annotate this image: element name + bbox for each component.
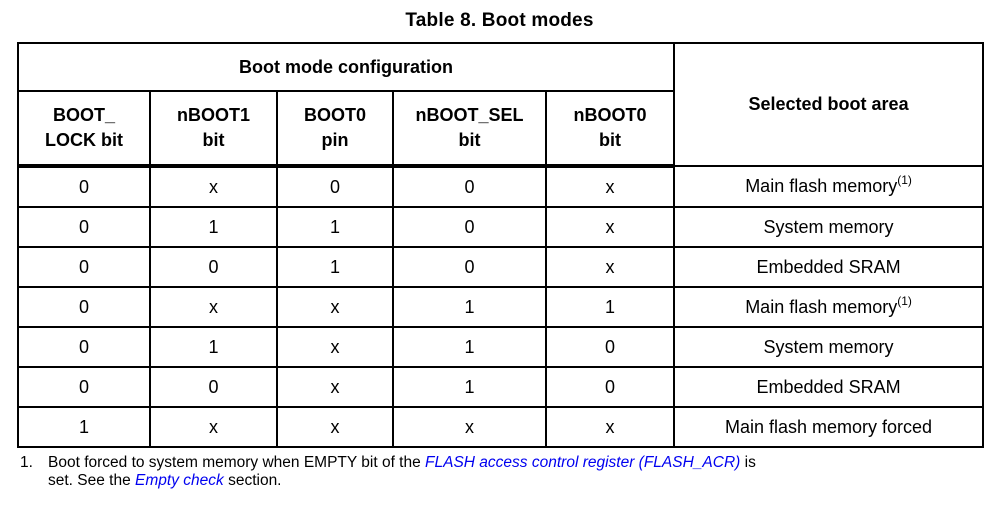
bit-cell: x (544, 246, 676, 288)
bit-cell: 0 (392, 165, 547, 208)
col-header-nboot0-bit: nBOOT0 bit (544, 90, 676, 168)
col-header-line: BOOT0 (303, 104, 366, 125)
table-row: 0 1 1 0 x System memory (17, 206, 985, 248)
bit-cell: x (276, 326, 394, 368)
bit-cell: 1 (149, 206, 278, 248)
table-row: 0 0 1 0 x Embedded SRAM (17, 246, 985, 288)
boot-area-cell: Embedded SRAM (673, 246, 985, 288)
table-title: Table 8. Boot modes (405, 10, 594, 31)
header-row-columns: BOOT_ LOCK bit nBOOT1 bit BOOT0 pin nBOO… (17, 90, 983, 168)
bit-cell: x (544, 406, 676, 448)
footnote: 1. Boot forced to system memory when EMP… (20, 454, 965, 491)
col-header-line: bit (458, 130, 481, 150)
bit-cell: 1 (149, 326, 278, 368)
boot-area-cell: Embedded SRAM (673, 366, 985, 408)
bit-cell: 1 (544, 286, 676, 328)
boot-area-cell: Main flash memory(1) (673, 165, 985, 208)
bit-cell: x (544, 165, 676, 208)
footnote-ref: (1) (897, 173, 912, 187)
bit-cell: 1 (17, 406, 151, 448)
col-header-line: LOCK bit (45, 130, 123, 150)
bit-cell: x (276, 366, 394, 408)
footnote-text-segment: section. (223, 472, 282, 490)
col-header-nboot-sel-bit: nBOOT_SEL bit (392, 90, 547, 168)
bit-cell: 0 (544, 366, 676, 408)
bit-cell: 0 (17, 246, 151, 288)
bit-cell: 0 (392, 246, 547, 288)
boot-mode-config-header: Boot mode configuration (16, 42, 676, 92)
col-header-line: nBOOT_SEL (415, 104, 524, 125)
bit-cell: 1 (392, 286, 547, 328)
bit-cell: 0 (17, 286, 151, 328)
bit-cell: 0 (544, 326, 676, 368)
header-row-group: Boot mode configuration Selected boot ar… (16, 42, 985, 167)
bit-cell: 0 (149, 366, 278, 408)
col-header-line: BOOT_ (52, 104, 115, 125)
col-header-line: bit (202, 130, 225, 150)
boot-area-text: Main flash memory (745, 296, 898, 317)
table-row: 0 x 0 0 x Main flash memory(1) (17, 165, 985, 208)
footnote-text: Boot forced to system memory when EMPTY … (48, 454, 965, 491)
table-row: 0 0 x 1 0 Embedded SRAM (17, 366, 985, 408)
boot-area-cell: Main flash memory(1) (673, 286, 985, 328)
table-row: 0 1 x 1 0 System memory (17, 326, 985, 368)
selected-boot-area-header: Selected boot area (673, 42, 985, 167)
boot-area-text: System memory (763, 216, 894, 237)
bit-cell: 1 (276, 206, 394, 248)
footnote-ref: (1) (897, 293, 912, 308)
boot-area-text: Embedded SRAM (756, 256, 901, 277)
col-header-line: nBOOT0 (573, 104, 647, 125)
footnote-text-segment: Boot forced to system memory when EMPTY … (48, 454, 426, 471)
boot-area-cell: System memory (673, 206, 985, 248)
table-row: 1 x x x x Main flash memory forced (17, 406, 985, 448)
bit-cell: 1 (276, 246, 394, 288)
flash-acr-register-link[interactable]: FLASH access control register (FLASH_ACR… (425, 454, 741, 471)
bit-cell: 0 (276, 165, 394, 208)
footnote-text-segment: is (740, 454, 756, 471)
bit-cell: x (149, 406, 278, 448)
footnote-text-segment: set. See the (48, 472, 136, 490)
col-header-line: pin (321, 130, 349, 150)
bit-cell: x (544, 206, 676, 248)
bit-cell: 0 (17, 366, 151, 408)
bit-cell: x (276, 286, 394, 328)
table-row: 0 x x 1 1 Main flash memory(1) (17, 286, 985, 328)
col-header-nboot1-bit: nBOOT1 bit (149, 90, 278, 168)
boot-modes-table: Boot mode configuration Selected boot ar… (16, 42, 985, 448)
boot-area-text: Embedded SRAM (756, 376, 901, 397)
col-header-boot-lock-bit: BOOT_ LOCK bit (17, 90, 151, 168)
boot-area-text: Main flash memory forced (725, 416, 933, 437)
col-header-line: bit (599, 130, 622, 150)
boot-area-text: Main flash memory (745, 176, 898, 196)
bit-cell: 0 (392, 206, 547, 248)
footnote-number: 1. (20, 454, 33, 471)
boot-area-text: System memory (763, 336, 894, 357)
boot-area-cell: System memory (673, 326, 985, 368)
bit-cell: x (276, 406, 394, 448)
bit-cell: 1 (392, 326, 547, 368)
bit-cell: x (392, 406, 547, 448)
col-header-boot0-pin: BOOT0 pin (276, 90, 394, 168)
col-header-line: nBOOT1 (176, 104, 250, 125)
bit-cell: 1 (392, 366, 547, 408)
empty-check-link[interactable]: Empty check (135, 472, 224, 490)
bit-cell: x (149, 165, 278, 208)
bit-cell: 0 (17, 206, 151, 248)
boot-area-cell: Main flash memory forced (673, 406, 985, 448)
bit-cell: 0 (149, 246, 278, 288)
bit-cell: x (149, 286, 278, 328)
bit-cell: 0 (17, 165, 151, 208)
bit-cell: 0 (17, 326, 151, 368)
